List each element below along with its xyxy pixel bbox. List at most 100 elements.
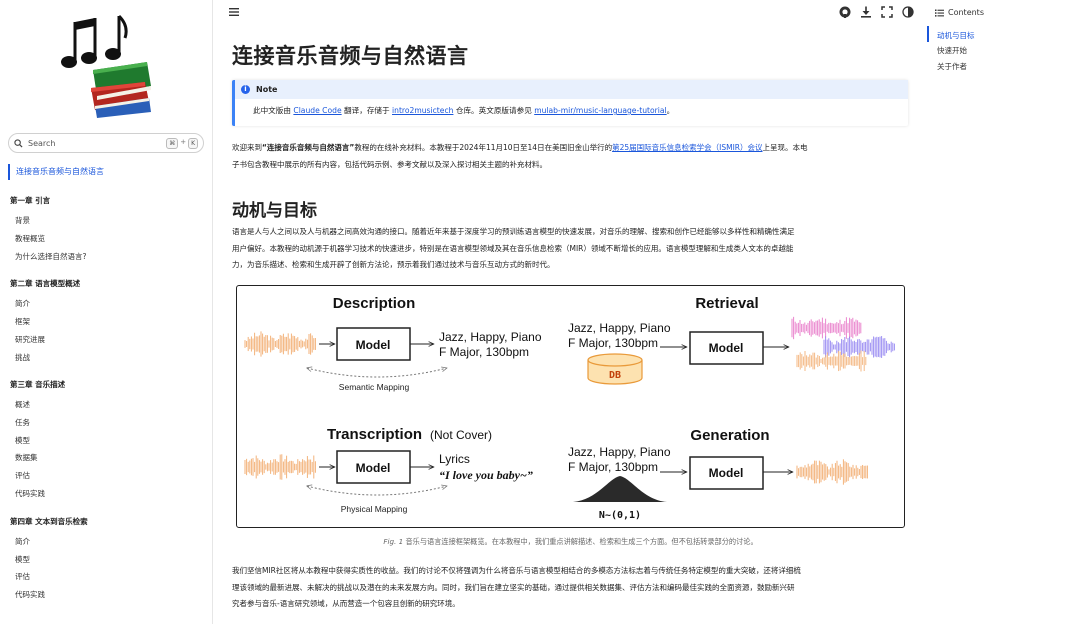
list-icon [935, 9, 944, 17]
main-content: 连接音乐音频与自然语言 i Note 此中文版由 Claude Code 翻译，… [214, 0, 926, 624]
sidebar-item[interactable]: 挑战 [15, 353, 30, 362]
closing-paragraph: 我们坚信MIR社区将从本教程中获得实质性的收益。我们的讨论不仅将强调为什么将音乐… [232, 563, 908, 613]
sidebar-item[interactable]: 教程概览 [15, 234, 45, 243]
caption-prefix: Fig. 1 [383, 537, 404, 546]
audio-waveform-generation [796, 459, 868, 485]
closing-line: 理该领域的最新进展、未解决的挑战以及潜在的未来发展方向。同时，我们旨在建立坚实的… [232, 582, 795, 592]
toc-item-quickstart[interactable]: 快速开始 [937, 46, 967, 55]
retrieval-title: Retrieval [695, 295, 758, 312]
model-box-retrieval [689, 331, 764, 365]
sidebar-item[interactable]: 背景 [15, 216, 30, 225]
toc-header: Contents [935, 8, 984, 17]
sidebar-item[interactable]: 简介 [15, 537, 30, 546]
intro-text: 上呈现。本电 [762, 143, 808, 152]
description-tags-line1: Jazz, Happy, Piano [439, 330, 542, 344]
lyrics-text: “I love you baby~” [439, 468, 533, 482]
original-tutorial-link[interactable]: mulab-mir/music-language-tutorial [534, 106, 667, 115]
motivation-line: 力，为音乐描述、检索和生成开辟了创新方法论，预示着我们通过技术与音乐互动方式的新… [232, 260, 555, 269]
theme-icon[interactable] [902, 6, 914, 18]
sidebar-item[interactable]: 研究进展 [15, 335, 45, 344]
sidebar-item[interactable]: 任务 [15, 418, 30, 427]
closing-line: 究者参与音乐-语言研究领域，从而营造一个包容且创新的研究环境。 [232, 599, 460, 608]
search-shortcut: ⌘ + K [166, 137, 198, 149]
sidebar-item[interactable]: 代码实践 [15, 489, 45, 498]
menu-icon[interactable] [228, 6, 240, 18]
section-heading: 动机与目标 [232, 201, 317, 221]
shortcut-key: ⌘ [166, 137, 179, 149]
model-label: Model [356, 461, 391, 475]
retrieval-tags-line2: F Major, 130bpm [568, 336, 658, 350]
github-icon[interactable] [839, 6, 851, 18]
toc-active-indicator [927, 26, 929, 42]
shortcut-plus: + [180, 137, 187, 146]
intro-text: 欢迎来到 [232, 143, 262, 152]
model-label: Model [709, 341, 744, 355]
closing-line: 我们坚信MIR社区将从本教程中获得实质性的收益。我们的讨论不仅将强调为什么将音乐… [232, 566, 801, 575]
generation-tags-line1: Jazz, Happy, Piano [568, 445, 671, 459]
note-text: 此中文版由 [253, 106, 294, 115]
intro-paragraph: 欢迎来到“连接音乐音频与自然语言”教程的在线补充材料。本教程于2024年11月1… [232, 140, 908, 173]
shortcut-key: K [188, 137, 198, 149]
database-icon [587, 353, 643, 385]
not-cover-label: (Not Cover) [430, 428, 492, 442]
sidebar-item[interactable]: 评估 [15, 471, 30, 480]
intro-text: 子书包含教程中展示的所有内容，包括代码示例、参考文献以及深入探讨相关主题的补充材… [232, 159, 547, 169]
page-title: 连接音乐音频与自然语言 [232, 44, 469, 68]
toc-item-authors[interactable]: 关于作者 [937, 62, 967, 71]
figure-caption: Fig. 1 音乐与语言连接框架概览。在本教程中，我们重点讲解描述、检索和生成三… [236, 537, 905, 547]
intro2musictech-link[interactable]: intro2musictech [392, 106, 454, 115]
intro-bold: “连接音乐音频与自然语言” [262, 143, 355, 152]
note-text: 。 [666, 106, 675, 115]
description-title: Description [333, 295, 416, 312]
sidebar-chapter-2[interactable]: 第二章 语言模型概述 [10, 279, 81, 288]
db-label: DB [609, 370, 621, 381]
sidebar-item[interactable]: 模型 [15, 555, 30, 564]
claude-code-link[interactable]: Claude Code [293, 106, 342, 115]
sidebar-item[interactable]: 框架 [15, 317, 30, 326]
sidebar-item[interactable]: 为什么选择自然语言? [15, 252, 87, 261]
note-text: 仓库。英文原版请参见 [453, 106, 535, 115]
model-label: Model [709, 466, 744, 480]
sidebar: Search ⌘ + K 连接音乐音频与自然语言 第一章 引言 背景 教程概览 … [0, 0, 213, 624]
sidebar-chapter-4[interactable]: 第四章 文本到音乐检索 [10, 517, 88, 526]
sidebar-item[interactable]: 简介 [15, 299, 30, 308]
description-tags-line2: F Major, 130bpm [439, 345, 529, 359]
sidebar-item[interactable]: 评估 [15, 572, 30, 581]
audio-waveform-transcription [244, 454, 316, 480]
noise-label: N~(0,1) [599, 510, 641, 521]
intro-text: 教程的在线补充材料。本教程于2024年11月10日至14日在美国旧金山举行的 [354, 143, 613, 152]
motivation-line: 用户偏好。本教程的动机源于机器学习技术的快速进步，特别是在语言模型领域及其在音乐… [232, 243, 794, 253]
search-placeholder: Search [28, 138, 56, 148]
sidebar-item[interactable]: 概述 [15, 400, 30, 409]
motivation-paragraph: 语言是人与人之间以及人与机器之间高效沟通的接口。随着近年来基于深度学习的预训练语… [232, 224, 908, 274]
fullscreen-icon[interactable] [881, 6, 893, 18]
search-input[interactable]: Search ⌘ + K [8, 133, 204, 153]
audio-waveform-retrieval-purple [823, 336, 895, 358]
ismir-link[interactable]: 第25届国际音乐信息检索学会（ISMIR）会议 [612, 143, 763, 152]
sidebar-item[interactable]: 模型 [15, 436, 30, 445]
download-icon[interactable] [860, 6, 872, 18]
note-header: i Note [235, 80, 908, 99]
gaussian-noise-icon [573, 476, 667, 502]
sidebar-item[interactable]: 代码实践 [15, 590, 45, 599]
retrieval-tags-line1: Jazz, Happy, Piano [568, 321, 671, 335]
generation-title: Generation [690, 427, 769, 444]
sidebar-chapter-1[interactable]: 第一章 引言 [10, 196, 51, 205]
physical-mapping-label: Physical Mapping [341, 504, 408, 514]
audio-waveform-description [244, 331, 316, 357]
toc-item-motivation[interactable]: 动机与目标 [937, 31, 975, 40]
framework-figure: Description Retrieval Transcription (Not… [236, 285, 905, 528]
generation-tags-line2: F Major, 130bpm [568, 460, 658, 474]
sidebar-item-home[interactable]: 连接音乐音频与自然语言 [8, 164, 104, 180]
search-icon [14, 138, 23, 148]
model-box-description [336, 327, 411, 361]
site-logo[interactable] [55, 12, 155, 120]
transcription-title: Transcription [327, 426, 422, 443]
physical-mapping-arrow [307, 486, 447, 496]
audio-waveform-retrieval-pink [791, 316, 862, 340]
sidebar-chapter-3[interactable]: 第三章 音乐描述 [10, 380, 66, 389]
note-body: 此中文版由 Claude Code 翻译，存储于 intro2musictech… [235, 99, 908, 116]
note-label: Note [256, 85, 278, 94]
note-callout: i Note 此中文版由 Claude Code 翻译，存储于 intro2mu… [232, 80, 908, 126]
sidebar-item[interactable]: 数据集 [15, 453, 38, 462]
